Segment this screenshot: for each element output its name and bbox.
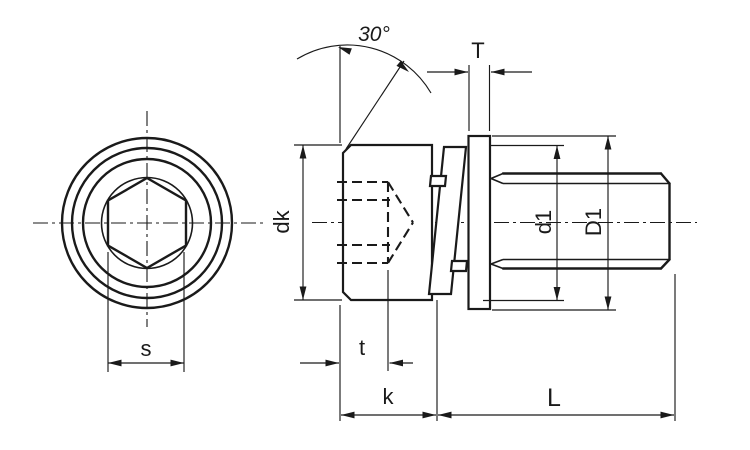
- end-chamfer-top: [659, 172, 671, 185]
- flat-washer: [467, 134, 492, 311]
- label-30deg: 30°: [358, 23, 390, 46]
- label-d1: d1: [531, 210, 556, 234]
- dimension-s: s: [107, 252, 185, 372]
- dimension-D1: D1: [492, 135, 616, 311]
- label-s: s: [141, 336, 152, 361]
- side-view: 30° T dk d1 D1: [269, 23, 697, 421]
- spring-washer-split-bottom: [449, 259, 469, 273]
- label-dk: dk: [269, 209, 294, 233]
- label-D1: D1: [581, 208, 606, 236]
- label-k: k: [383, 384, 395, 409]
- dimension-chamfer-angle: 30°: [296, 23, 432, 150]
- head-top-face-circle: [81, 157, 213, 289]
- front-view: s: [33, 111, 263, 372]
- dimension-dk: dk: [269, 144, 342, 301]
- label-L: L: [547, 384, 561, 412]
- dimension-L: L: [438, 274, 676, 421]
- threaded-shank: [490, 172, 671, 270]
- dimension-d1: d1: [483, 144, 564, 302]
- head-outer-circle: [60, 136, 234, 310]
- hex-socket-outline: [106, 176, 188, 270]
- hidden-socket-profile: [337, 180, 414, 265]
- dimension-k: k: [341, 300, 438, 421]
- dimension-t: t: [300, 270, 413, 421]
- label-t: t: [359, 335, 365, 360]
- screw-head-side: [341, 143, 434, 302]
- spring-washer: [427, 145, 469, 296]
- dimension-T: T: [427, 38, 532, 131]
- head-chamfer-circle: [70, 146, 224, 300]
- end-chamfer-bottom: [659, 258, 671, 270]
- spring-washer-split-top: [428, 174, 448, 188]
- label-T: T: [471, 38, 484, 63]
